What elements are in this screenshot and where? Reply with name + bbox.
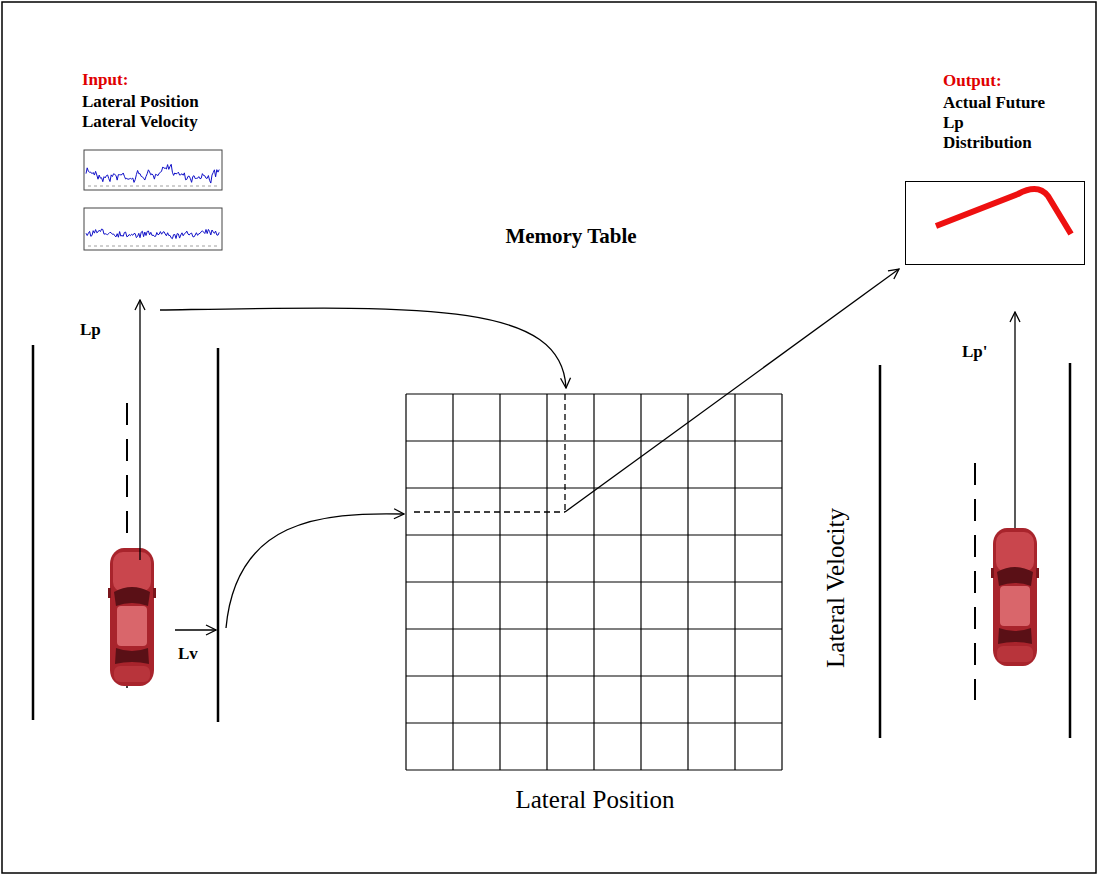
axis-label: Lateral Velocity — [822, 508, 850, 668]
output-label: Actual Future Lp Distribution — [943, 93, 1055, 153]
lookup-line — [564, 394, 565, 512]
car — [991, 528, 1039, 666]
input-label: Input: — [82, 70, 128, 90]
input-plots — [84, 150, 222, 250]
output-box: Output:Actual Future Lp Distribution — [905, 181, 1085, 265]
car — [108, 548, 156, 686]
lv-arrow — [175, 629, 216, 630]
output-heading: Output: — [943, 71, 1073, 91]
lp-feed — [160, 308, 566, 388]
axis-label: Lateral Position — [516, 786, 675, 814]
lookup-line — [414, 511, 565, 512]
distribution-curve — [906, 182, 1083, 263]
input-label: Lateral Position — [82, 92, 199, 112]
lp-future-arrow — [1014, 312, 1015, 528]
connector-arrow — [565, 269, 899, 512]
lp-arrow — [139, 300, 140, 560]
memory-grid — [406, 394, 782, 770]
left-road — [33, 345, 218, 722]
lv-feed — [226, 514, 404, 628]
memory-table: Memory Table — [406, 394, 782, 770]
table-title: Memory Table — [471, 226, 671, 246]
right-road — [880, 363, 1070, 738]
signal-name: Lp' — [962, 342, 988, 362]
signal-name: Lp — [80, 320, 101, 340]
input-label: Lateral Velocity — [82, 112, 198, 132]
signal-name: Lv — [178, 644, 198, 664]
